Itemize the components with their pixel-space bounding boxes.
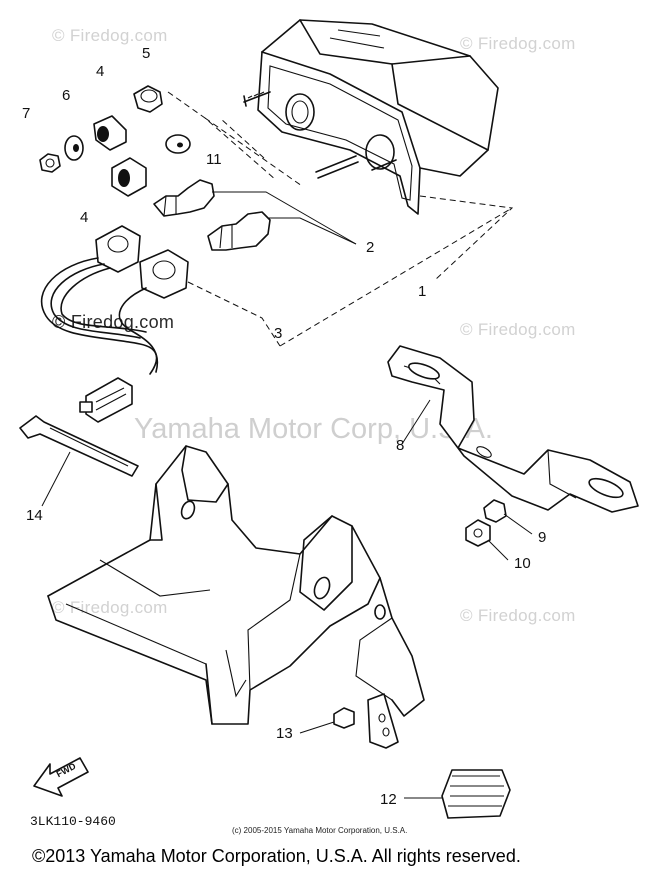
cable-tie-14 (19, 415, 139, 477)
grommet-4-upper (93, 115, 127, 151)
callout-5: 5 (142, 45, 151, 62)
watermark-lower-right: © Firedog.com (460, 606, 576, 625)
callout-7: 7 (22, 105, 31, 122)
watermark-center: Yamaha Motor Corp, U.S.A. (134, 413, 493, 445)
watermark-top-right: © Firedog.com (460, 34, 576, 53)
socket-assembly (40, 225, 189, 423)
bracket-8 (387, 345, 639, 513)
callout-13: 13 (276, 725, 293, 742)
reflector-12 (441, 769, 511, 819)
grommet-4-lower (111, 157, 147, 197)
watermark-mid-left: © Firedog.com (52, 312, 175, 332)
callout-2: 2 (366, 239, 375, 256)
bulb-upper (153, 179, 215, 217)
watermark-lower-left: © Firedog.com (52, 598, 168, 617)
grommet-9 (483, 499, 507, 523)
callout-9: 9 (538, 529, 547, 546)
fwd-arrow-icon (33, 757, 89, 797)
washer-11 (165, 134, 191, 154)
nut-10 (465, 519, 491, 547)
callout-14: 14 (26, 507, 43, 524)
bulb-lower (207, 211, 271, 251)
nut-7 (39, 153, 61, 173)
footer-copyright: ©2013 Yamaha Motor Corporation, U.S.A. A… (32, 846, 521, 866)
callout-6: 6 (62, 87, 71, 104)
callout-8: 8 (396, 437, 405, 454)
callout-4-upper: 4 (96, 63, 105, 80)
callout-1: 1 (418, 283, 427, 300)
tail-light-housing (243, 19, 499, 215)
callout-11: 11 (206, 151, 222, 168)
fender-bracket (47, 445, 425, 749)
nut-13 (333, 707, 355, 729)
collar-5 (133, 85, 163, 113)
small-copyright: (c) 2005-2015 Yamaha Motor Corporation, … (232, 826, 408, 835)
callout-12: 12 (380, 791, 397, 808)
watermark-top-left: © Firedog.com (52, 26, 168, 45)
callout-3: 3 (274, 325, 283, 342)
washer-6 (64, 135, 84, 161)
watermark-mid-right: © Firedog.com (460, 320, 576, 339)
callout-4-lower: 4 (80, 209, 89, 226)
diagram-code: 3LK110-9460 (30, 814, 116, 829)
callout-10: 10 (514, 555, 531, 572)
